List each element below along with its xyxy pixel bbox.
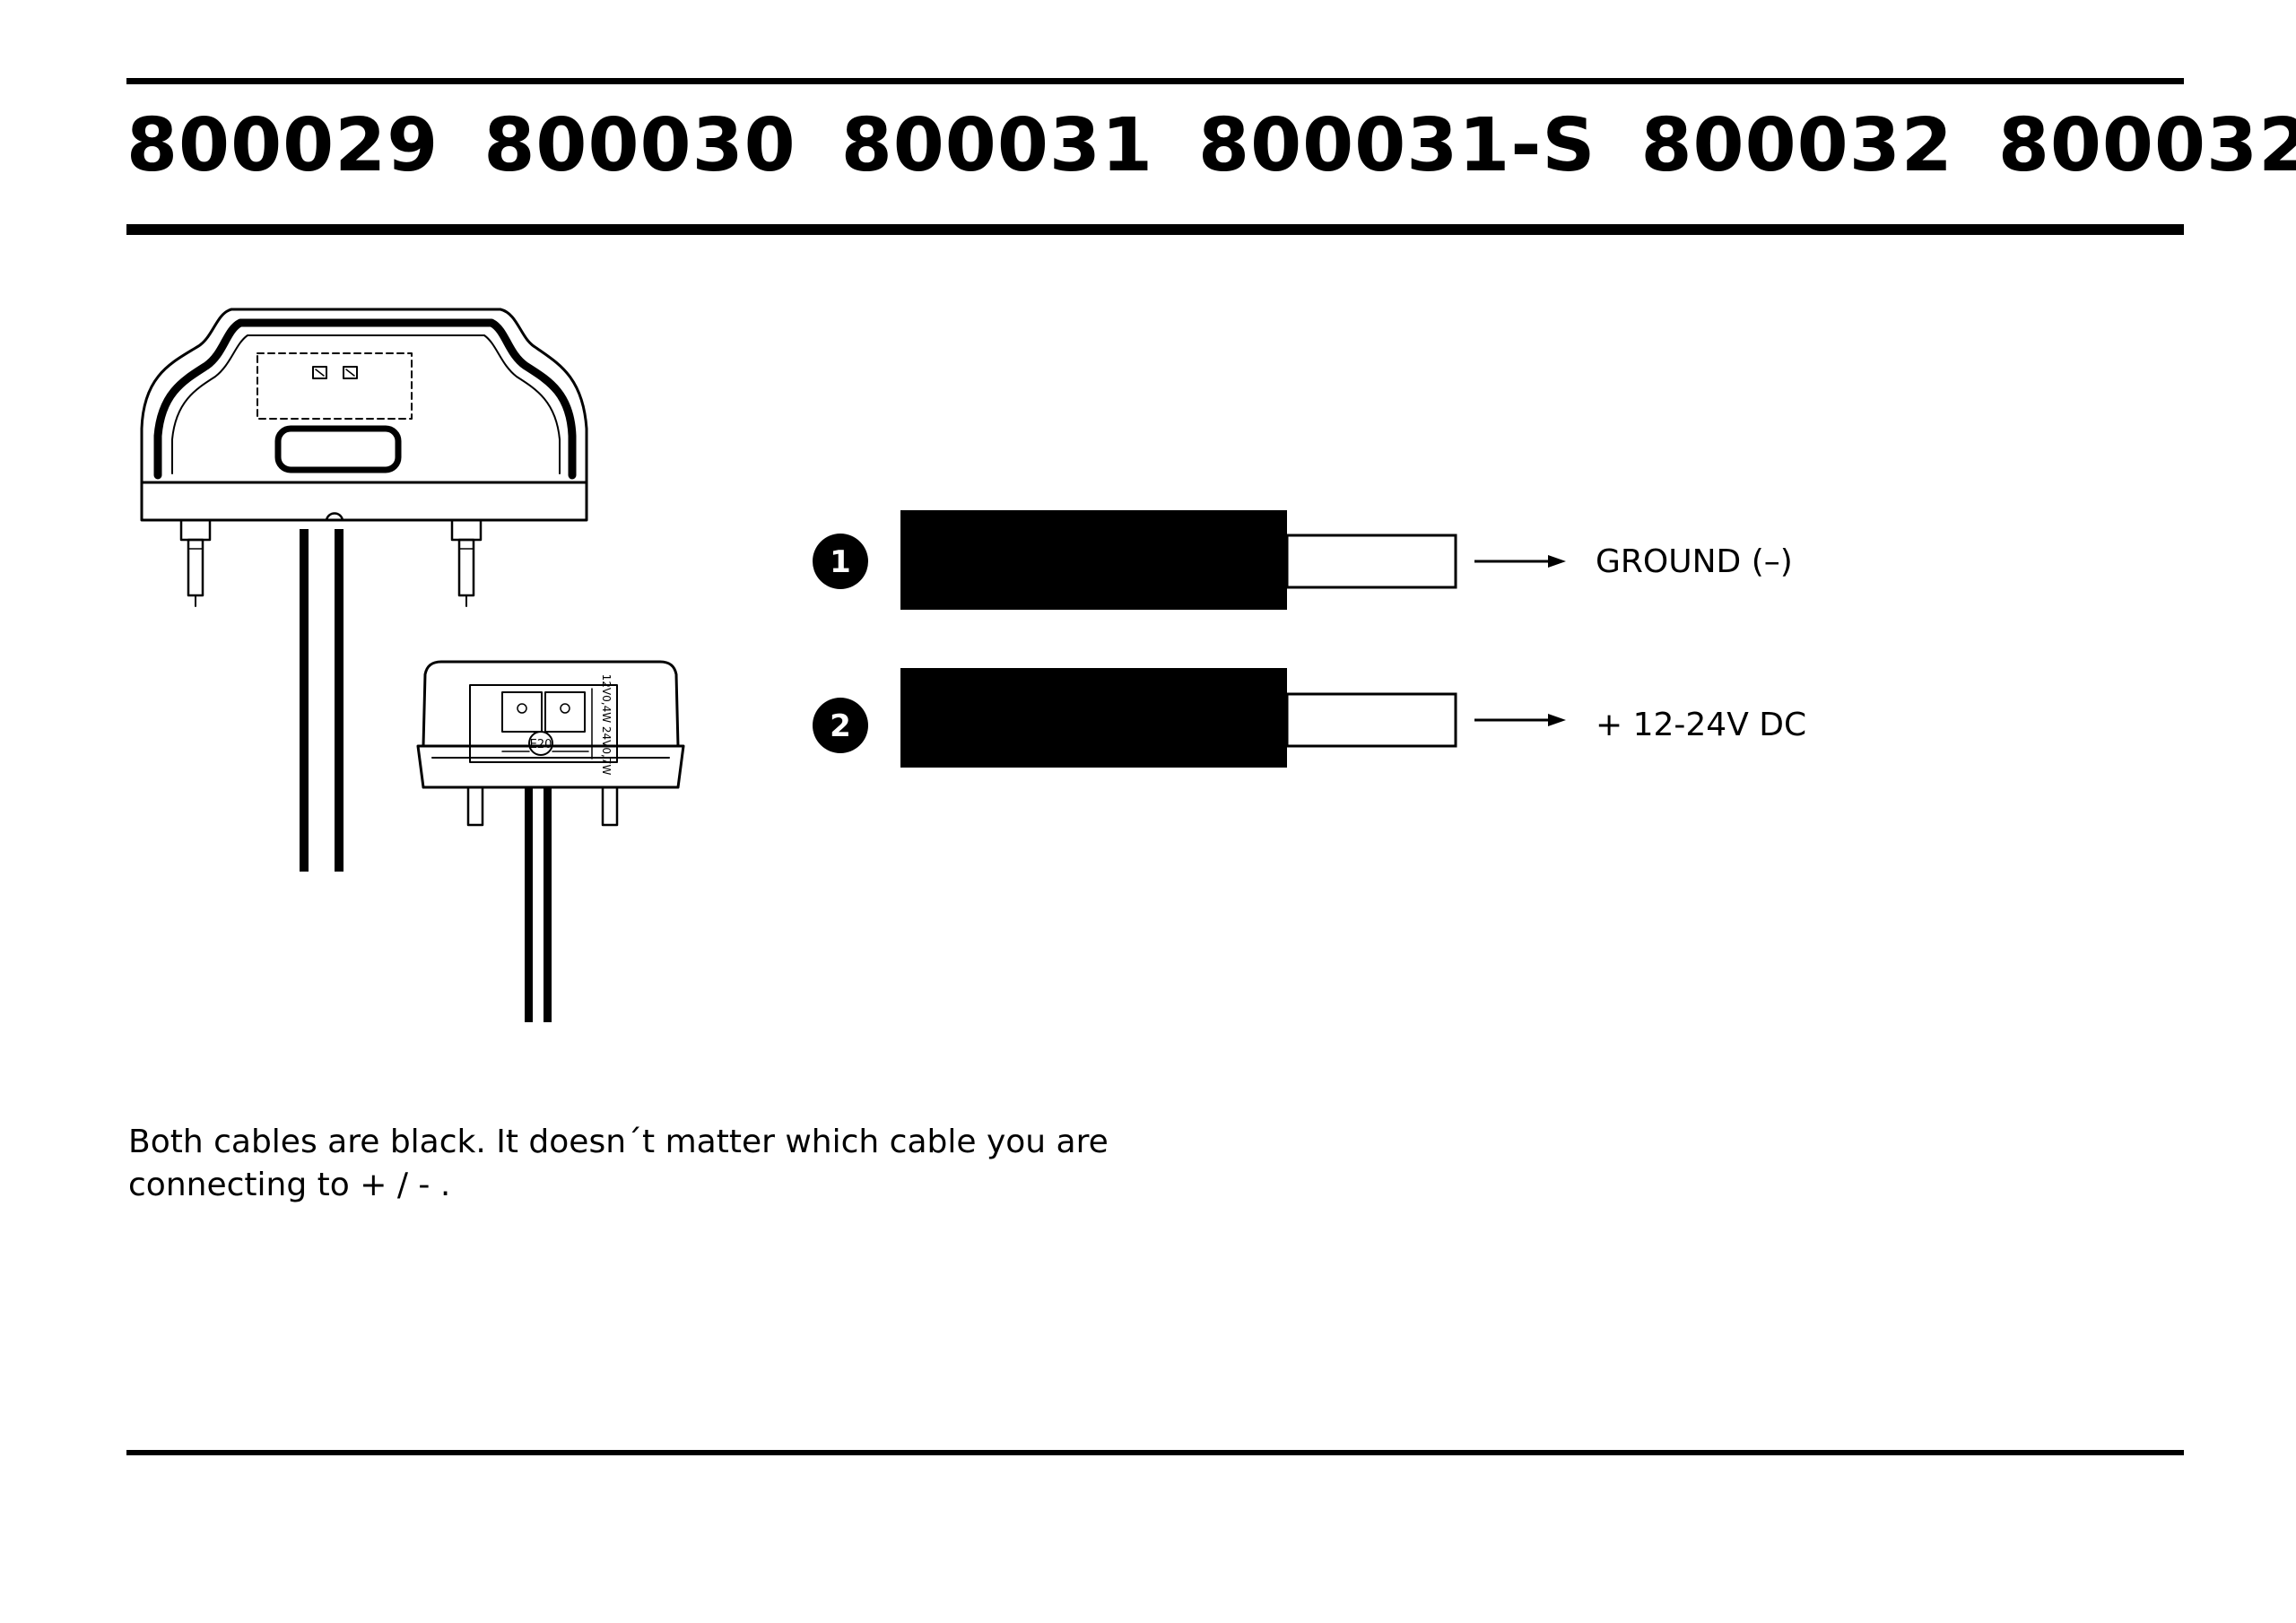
number-badge [813,534,868,589]
number-badge [813,698,868,753]
wire-entry-1: 1 GROUND (–) [813,510,1793,610]
stripped-conductor [1285,692,1457,748]
arrow-right-icon [1548,555,1566,568]
lamp-small-e-mark: E20 [530,738,552,751]
number-badge-label: 1 [830,544,851,580]
note-line: connecting to + / - . [128,1167,451,1203]
part-number: 800030 [483,102,796,188]
part-number: 800029 [126,102,439,188]
cable-black [525,787,533,1022]
lamp-large-drawing [140,308,588,607]
arrow-right-icon [1548,714,1566,726]
top-rule [126,78,2184,84]
wire-label: + 12-24V DC [1596,707,1806,743]
number-badge-label: 2 [830,708,851,744]
part-number: 800031-S [1198,102,1596,188]
cable-black [544,787,552,1022]
part-number-heading: 800029 800030 800031 800031-S 800032 800… [126,100,2296,190]
lamp-small-cables [525,787,552,1022]
cable-note: Both cables are black. It doesn´t matter… [128,1121,1205,1207]
cable-black [300,529,309,872]
cable-black [335,529,344,872]
part-number: 800032-S [1997,102,2296,188]
cable-insulation [900,510,1287,610]
part-number: 800031 [840,102,1154,188]
wire-label: GROUND (–) [1596,543,1793,580]
lamp-small-drawing [416,660,685,827]
note-line: Both cables are black. It doesn´t matter… [128,1124,1109,1160]
stripped-conductor [1285,534,1457,589]
heading-underline-rule [126,224,2184,235]
lamp-large-cables [300,529,344,872]
wire-entry-2: 2 + 12-24V DC [813,668,1806,768]
lamp-small-rating-label: 12V0,4W 24V0,7W [600,674,613,776]
part-number: 800032 [1640,102,1953,188]
bottom-rule [126,1450,2184,1455]
cable-insulation [900,668,1287,768]
